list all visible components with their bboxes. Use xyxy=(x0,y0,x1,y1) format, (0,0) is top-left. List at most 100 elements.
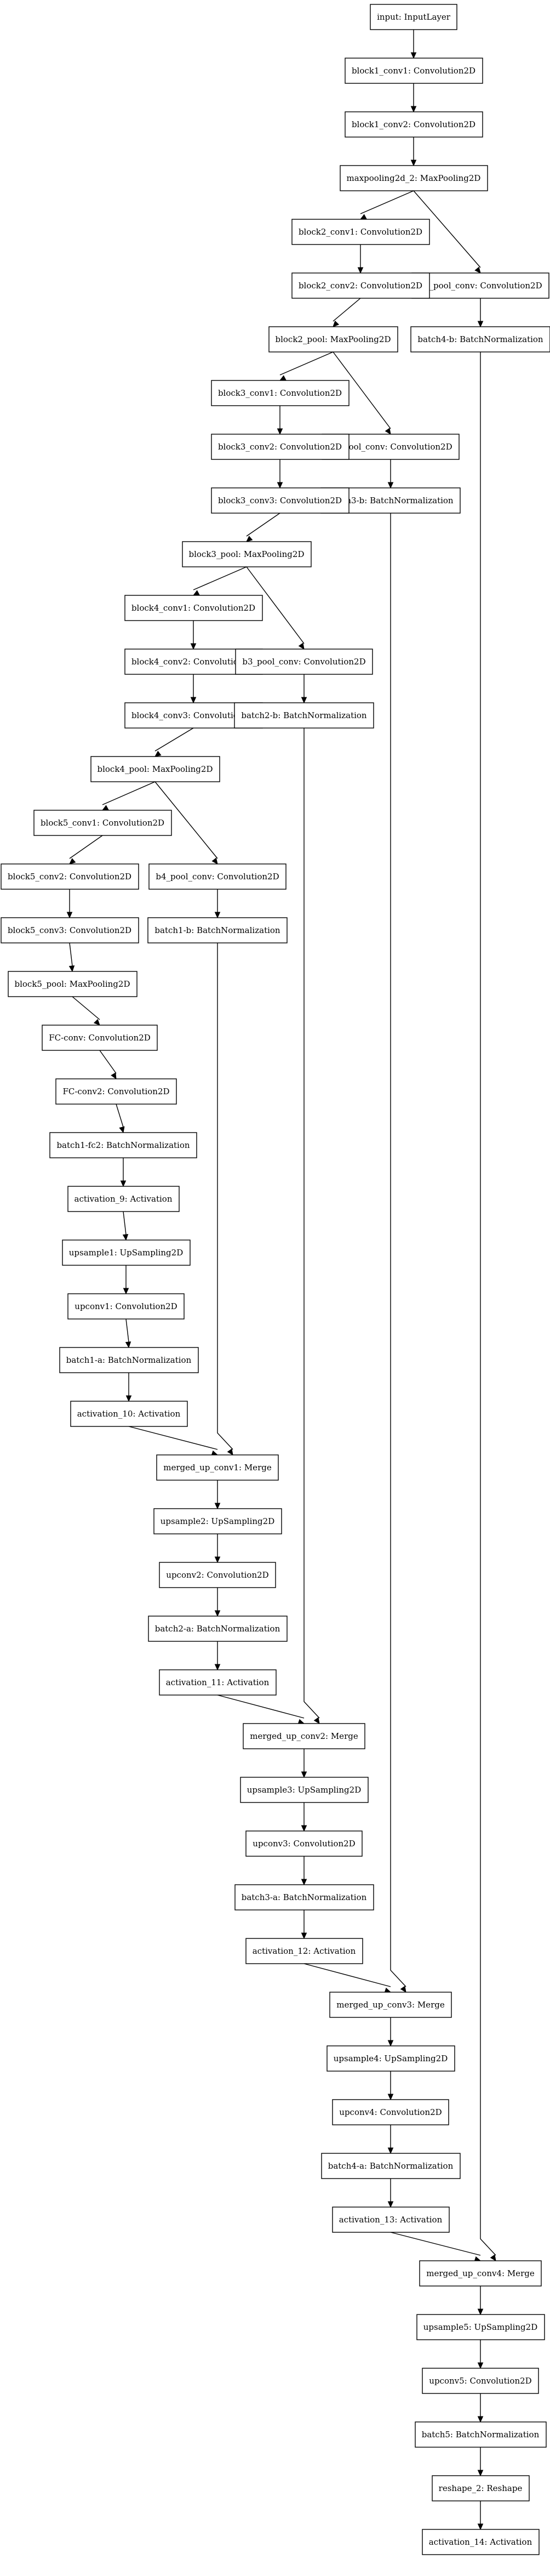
edge-arrowhead xyxy=(93,1019,100,1026)
edge-block4-conv2-to-block4-conv3 xyxy=(190,674,197,704)
edge-b4-pool-conv-to-batch1-b xyxy=(214,889,221,919)
node-block3-conv3: block3_conv3: Convolution2D xyxy=(211,487,350,514)
node-box xyxy=(410,326,550,352)
node-box xyxy=(345,111,483,138)
edge-arrowhead xyxy=(313,1717,320,1724)
node-label: batch2-a: BatchNormalization xyxy=(155,1624,280,1634)
node-activation-12: activation_12: Activation xyxy=(245,1938,363,1964)
node-label: b1_pool_conv: Convolution2D xyxy=(419,281,542,291)
node-box xyxy=(124,595,263,621)
edge-arrowhead xyxy=(477,2308,484,2316)
node-b4-pool-conv: b4_pool_conv: Convolution2D xyxy=(148,863,287,890)
node-box xyxy=(49,1132,197,1158)
edge-line xyxy=(69,835,103,859)
node-box xyxy=(211,487,350,514)
node-box xyxy=(432,2475,530,2501)
edge-arrowhead xyxy=(214,912,221,919)
node-label: block5_pool: MaxPooling2D xyxy=(15,979,130,989)
node-box xyxy=(326,2045,455,2072)
node-activation-14: activation_14: Activation xyxy=(422,2529,540,2555)
node-box xyxy=(62,1239,191,1266)
edge-arrowhead xyxy=(190,643,197,650)
edge-merged-up-conv4-to-upsample5 xyxy=(477,2286,484,2316)
node-batch1-fc2: batch1-fc2: BatchNormalization xyxy=(49,1132,197,1158)
edge-line xyxy=(154,727,194,752)
node-label: reshape_2: Reshape xyxy=(439,2483,523,2493)
node-label: merged_up_conv2: Merge xyxy=(250,1731,358,1741)
node-box xyxy=(156,1454,279,1481)
edge-line xyxy=(333,298,361,322)
node-label: batch4-b: BatchNormalization xyxy=(417,334,543,344)
edge-arrowhead xyxy=(101,805,109,811)
node-block2-conv2: block2_conv2: Convolution2D xyxy=(291,272,430,299)
node-batch5: batch5: BatchNormalization xyxy=(415,2421,547,2448)
edge-arrowhead xyxy=(125,1395,132,1402)
node-label: activation_11: Activation xyxy=(166,1677,270,1687)
edge-b1-pool-conv-to-batch4-b xyxy=(477,298,484,328)
edge-line xyxy=(413,190,481,268)
node-block2-pool: block2_pool: MaxPooling2D xyxy=(268,326,398,352)
edge-batch3-a-to-activation-12 xyxy=(301,1910,307,1940)
node-box xyxy=(1,917,139,943)
edge-maxpooling2d-2-to-b1-pool-conv xyxy=(413,190,481,274)
node-b1-pool-conv: b1_pool_conv: Convolution2D xyxy=(411,272,549,299)
edge-b2-pool-conv-to-batch3-b xyxy=(387,459,394,489)
node-label: block5_conv1: Convolution2D xyxy=(41,818,164,828)
node-merged-up-conv1: merged_up_conv1: Merge xyxy=(156,1454,279,1481)
node-batch1-a: batch1-a: BatchNormalization xyxy=(59,1347,199,1373)
edge-arrowhead xyxy=(214,1503,221,1510)
edge-arrowhead xyxy=(66,912,73,919)
edge-arrowhead xyxy=(214,1664,221,1671)
node-label: upconv2: Convolution2D xyxy=(166,1570,268,1580)
node-upconv4: upconv4: Convolution2D xyxy=(332,2099,449,2125)
node-block3-pool: block3_pool: MaxPooling2D xyxy=(182,541,312,567)
node-box xyxy=(159,1669,277,1696)
node-label: block2_conv1: Convolution2D xyxy=(299,227,422,237)
node-box xyxy=(419,2260,542,2287)
edge-arrowhead xyxy=(477,2523,484,2530)
node-block4-pool: block4_pool: MaxPooling2D xyxy=(90,756,220,782)
edge-arrowhead xyxy=(123,1288,129,1295)
node-batch1-b: batch1-b: BatchNormalization xyxy=(147,917,288,943)
node-activation-11: activation_11: Activation xyxy=(159,1669,277,1696)
edge-arrowhead xyxy=(120,1180,127,1187)
node-label: upsample4: UpSampling2D xyxy=(334,2054,448,2063)
node-label: upconv1: Convolution2D xyxy=(75,1301,177,1311)
node-activation-9: activation_9: Activation xyxy=(67,1186,180,1212)
node-batch4-b: batch4-b: BatchNormalization xyxy=(410,326,550,352)
edge-activation-9-to-upsample1 xyxy=(122,1211,129,1241)
node-upsample1: upsample1: UpSampling2D xyxy=(62,1239,191,1266)
node-label: FC-conv2: Convolution2D xyxy=(62,1087,169,1096)
edge-fc-conv2-to-batch1-fc2 xyxy=(116,1104,125,1134)
node-box xyxy=(211,434,350,460)
edge-arrowhead xyxy=(298,642,305,650)
edge-block1-conv1-to-block1-conv2 xyxy=(410,83,417,113)
edge-arrowhead xyxy=(154,750,162,757)
node-box xyxy=(67,1186,180,1212)
node-label: upsample1: UpSampling2D xyxy=(69,1248,183,1258)
node-box xyxy=(153,1508,282,1534)
edge-block1-conv2-to-maxpooling2d-2 xyxy=(410,137,417,167)
node-block5-conv2: block5_conv2: Convolution2D xyxy=(1,863,139,890)
edge-arrowhead xyxy=(387,482,394,489)
node-label: b3_pool_conv: Convolution2D xyxy=(242,657,365,667)
edge-line xyxy=(279,351,334,376)
edge-batch1-a-to-activation-10 xyxy=(125,1373,132,1402)
edge-upsample2-to-upconv2 xyxy=(214,1534,221,1563)
edge-maxpooling2d-2-to-block2-conv1 xyxy=(359,190,414,220)
edge-arrowhead xyxy=(111,1072,117,1080)
node-upsample3: upsample3: UpSampling2D xyxy=(240,1777,369,1803)
edge-line xyxy=(303,1963,391,1987)
node-label: merged_up_conv4: Merge xyxy=(426,2268,535,2278)
edge-block4-pool-to-block5-conv1 xyxy=(101,781,156,811)
node-label: block2_conv2: Convolution2D xyxy=(299,281,422,291)
node-box xyxy=(42,1025,158,1051)
node-label: maxpooling2d_2: MaxPooling2D xyxy=(347,173,481,183)
node-label: input: InputLayer xyxy=(377,12,451,22)
node-box xyxy=(67,1293,185,1320)
edge-arrowhead xyxy=(410,106,417,113)
edge-line xyxy=(72,996,100,1020)
node-label: batch4-a: BatchNormalization xyxy=(328,2161,454,2171)
node-label: block4_pool: MaxPooling2D xyxy=(98,764,213,774)
edge-arrowhead xyxy=(68,965,75,973)
